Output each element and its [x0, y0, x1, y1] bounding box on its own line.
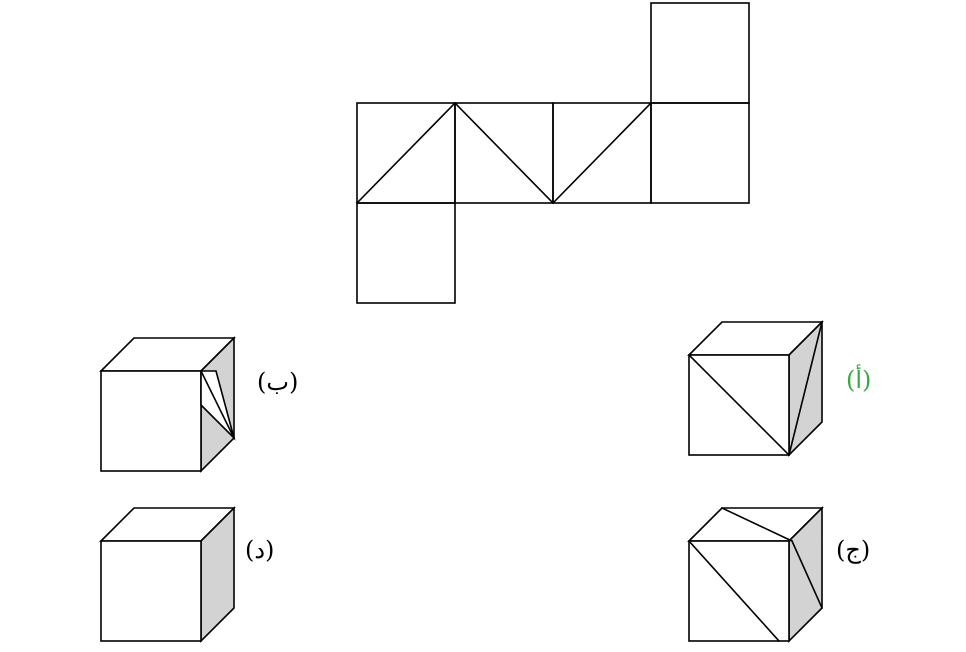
option-d-cube[interactable]: [99, 506, 236, 643]
option-a-front-diagonal: [687, 353, 791, 457]
net-diagonal-2: [453, 101, 555, 205]
option-c-front-face: [688, 540, 790, 642]
option-d-front-face: [100, 540, 202, 642]
option-c-side-diagonal: [790, 539, 824, 610]
option-c-front-diagonal: [687, 539, 781, 643]
option-c-cube[interactable]: [687, 506, 824, 643]
net-face-top-right: [650, 2, 750, 104]
option-b-label[interactable]: (ب): [257, 368, 299, 396]
net-diagonal-1: [355, 101, 457, 205]
net-face-bottom-left: [356, 202, 456, 304]
net-face-4: [650, 102, 750, 204]
option-a-side-diagonal: [788, 321, 823, 456]
option-d-label[interactable]: (د): [245, 536, 275, 564]
option-c-label[interactable]: (ج): [836, 536, 871, 564]
option-b-front-face: [100, 370, 202, 472]
option-b-cube[interactable]: [99, 336, 236, 473]
option-a-label[interactable]: (أ): [846, 366, 872, 394]
option-c-top-diagonal: [720, 506, 794, 543]
option-b-side-diagonal: [199, 369, 236, 440]
net-diagonal-3: [551, 101, 653, 205]
option-a-cube[interactable]: [687, 320, 824, 457]
cube-net: [355, 2, 750, 304]
